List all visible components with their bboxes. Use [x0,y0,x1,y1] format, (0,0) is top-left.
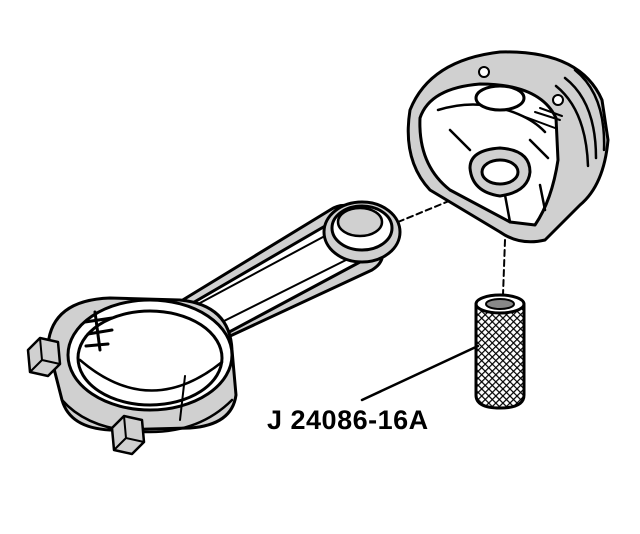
small-end [322,200,402,264]
rod-bolt-left [26,336,62,378]
connecting-rod [26,200,402,456]
piston-pin [474,293,526,410]
pin-assembly-line [502,239,506,296]
piston [406,50,610,244]
rod-bolt-right [110,414,146,456]
tool-callout-label: J 24086-16A [267,405,429,435]
big-end [46,296,238,434]
callout-leader [360,344,480,402]
